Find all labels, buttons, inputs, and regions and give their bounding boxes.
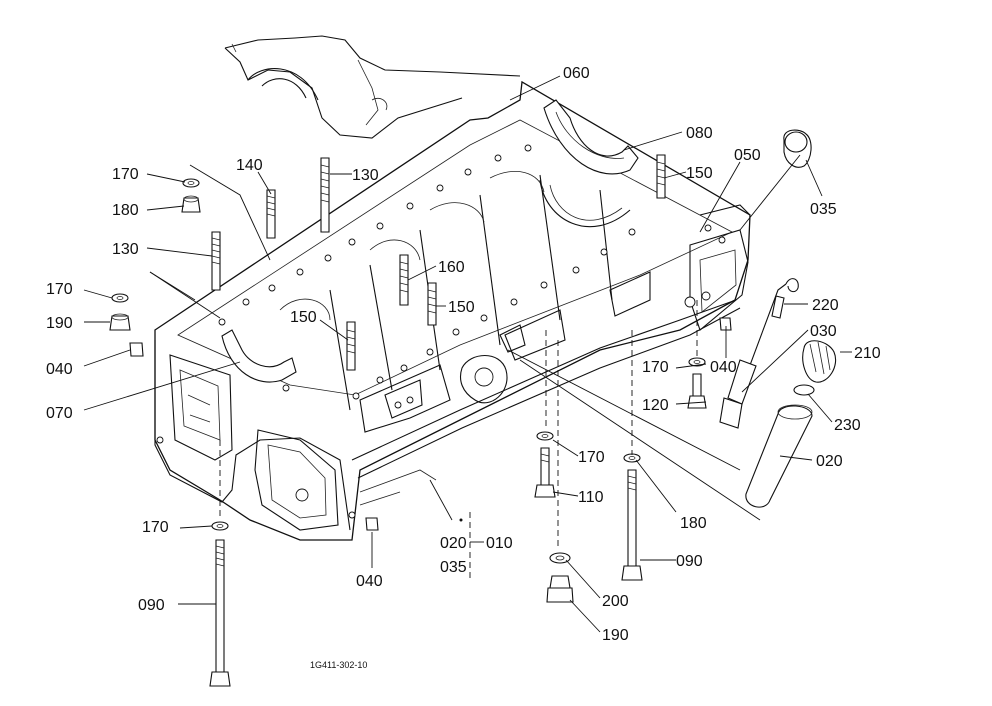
washer-170-top [182,178,200,188]
washer-170-mid [536,431,554,441]
label-090: 090 [138,597,165,614]
bolt-090 [209,539,231,687]
label-210: 210 [854,345,881,362]
plug-040-right [719,317,732,331]
stud-150-center [427,282,437,326]
label-130-upper: 130 [352,167,379,184]
o-ring-230 [793,384,815,396]
label-200: 200 [602,593,629,610]
label-150-right: 150 [686,165,713,182]
label-180-left: 190 [46,315,73,332]
dipstick-220 [739,278,799,393]
label-060: 060 [563,65,590,82]
stud-150-left [346,321,356,371]
gasket-200 [549,552,571,564]
label-040-right: 040 [710,359,737,376]
washer-170-bottom-left [211,521,229,531]
label-170-top: 170 [112,166,139,183]
bearing-cap-080 [543,99,639,175]
nut-180-left [109,313,131,331]
stud-140 [266,189,276,239]
guide-030 [719,359,757,429]
washer-170-right-upper [688,357,706,367]
projection-lines [219,300,698,550]
bolt-100 [621,469,643,581]
label-070: 070 [46,405,73,422]
bearing-cap-070 [221,329,297,383]
label-040-bottom: 040 [356,573,383,590]
stud-150-right [656,154,666,199]
washer-170-right-lower [623,453,641,463]
label-020-group: 020 [440,535,467,552]
label-170-bottom-left: 170 [142,519,169,536]
bolt-120 [687,373,707,409]
label-030: 030 [810,323,837,340]
label-035-top: 035 [810,201,837,218]
label-150-center: 150 [448,299,475,316]
label-110: 110 [578,489,604,506]
cap-035 [783,129,812,168]
label-020-right: 020 [816,453,843,470]
figure-code: 1G411-302-10 [310,660,367,670]
label-160: 160 [438,259,465,276]
label-170-mid: 170 [578,449,605,466]
stud-130-upper [320,157,330,233]
pipe-020 [745,404,813,508]
label-140: 140 [236,157,263,174]
label-050: 050 [734,147,761,164]
label-130-lower: 130 [112,241,139,258]
stud-160 [399,254,409,306]
nut-180-top [181,195,201,213]
label-035-group: 035 [440,559,467,576]
label-100: 090 [676,553,703,570]
label-170-right-lower: 180 [680,515,707,532]
engine-block-outline [224,35,521,139]
bolt-110 [534,447,556,498]
label-230: 230 [834,417,861,434]
label-170-right-upper: 170 [642,359,669,376]
label-170-left: 170 [46,281,73,298]
cap-210 [802,340,836,383]
plug-040-bottom [365,517,379,531]
label-010: 010 [486,535,513,552]
label-190: 190 [602,627,629,644]
label-220: 220 [812,297,839,314]
plug-040-left [129,342,144,357]
washer-170-left [111,293,129,303]
drain-plug-190 [546,575,574,603]
label-180-top: 180 [112,202,139,219]
label-080: 080 [686,125,713,142]
group-bracket-010 [459,512,484,580]
label-120: 120 [642,397,669,414]
part-labels: 060 080 150 050 035 130 140 170 180 130 … [46,65,881,670]
stud-130-lower [211,231,221,291]
leader-lines [83,75,852,633]
label-150-left: 150 [290,309,317,326]
label-040-left: 040 [46,361,73,378]
